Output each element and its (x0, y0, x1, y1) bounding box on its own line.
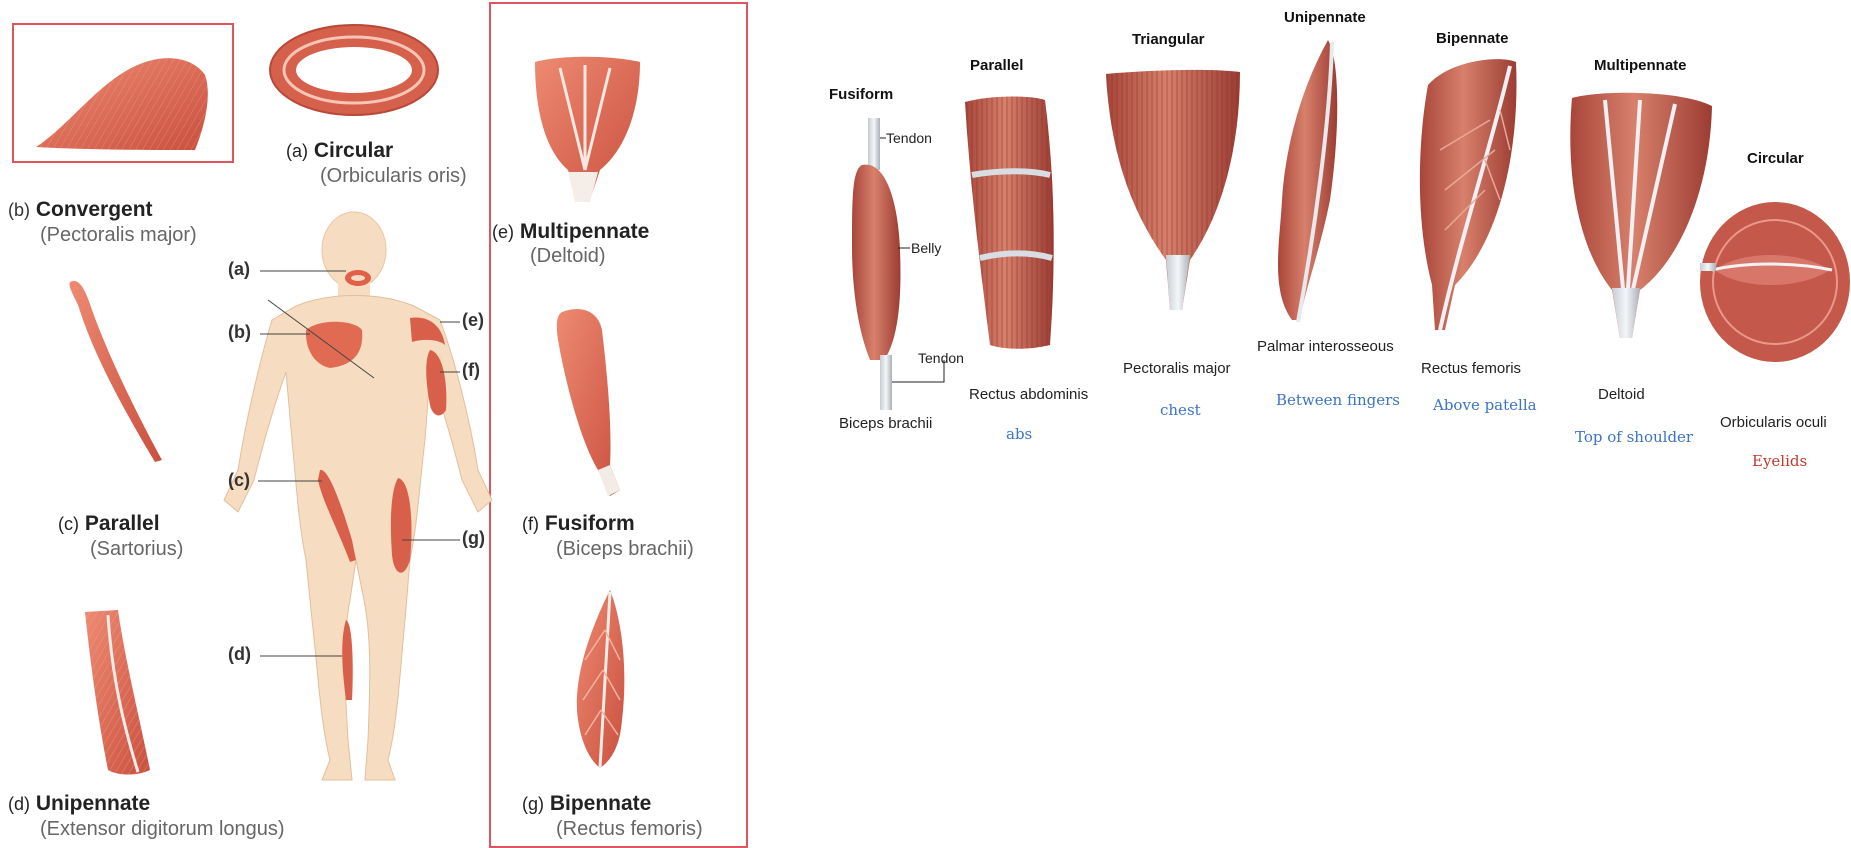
right-parallel-heading: Parallel (970, 57, 1023, 74)
circular-letter: (a) (286, 141, 308, 161)
multipennate-muscle-shape (535, 57, 640, 202)
multipennate-letter: (e) (492, 222, 514, 242)
right-bipennate-note: Above patella (1433, 396, 1537, 414)
parallel-title: (c) Parallel (58, 512, 160, 536)
convergent-muscle-shape (36, 58, 208, 150)
body-pointer-f: (f) (462, 360, 480, 381)
bipennate-muscle-shape (577, 590, 625, 768)
right-circular-muscle (1700, 202, 1850, 362)
convergent-name: Convergent (36, 198, 153, 221)
right-fusiform-example: Biceps brachii (839, 415, 932, 432)
right-parallel-muscle (965, 96, 1054, 348)
circular-example: (Orbicularis oris) (320, 165, 467, 188)
right-unipennate-heading: Unipennate (1284, 9, 1366, 26)
circular-muscle-shape (270, 25, 438, 115)
body-pointer-a: (a) (228, 259, 250, 280)
right-fusiform-muscle (852, 118, 944, 410)
body-pointer-b: (b) (228, 322, 251, 343)
multipennate-example: (Deltoid) (530, 245, 606, 268)
right-circular-example: Orbicularis oculi (1720, 414, 1827, 431)
right-bipennate-heading: Bipennate (1436, 30, 1509, 47)
fusiform-name: Fusiform (545, 512, 635, 535)
right-triangular-example: Pectoralis major (1123, 360, 1231, 377)
fusiform-example: (Biceps brachii) (556, 538, 694, 561)
bipennate-title: (g) Bipennate (522, 792, 651, 816)
right-fusiform-tendon-top: Tendon (886, 130, 932, 146)
right-fusiform-tendon-bottom: Tendon (918, 350, 964, 366)
fusiform-title: (f) Fusiform (522, 512, 635, 536)
right-multipennate-muscle (1570, 93, 1712, 338)
multipennate-title: (e) Multipennate (492, 220, 649, 244)
right-multipennate-note: Top of shoulder (1575, 428, 1693, 446)
right-triangular-note: chest (1160, 401, 1201, 419)
unipennate-example: (Extensor digitorum longus) (40, 818, 285, 841)
unipennate-title: (d) Unipennate (8, 792, 150, 816)
unipennate-name: Unipennate (36, 792, 150, 815)
right-unipennate-note: Between fingers (1276, 391, 1400, 409)
bipennate-example: (Rectus femoris) (556, 818, 703, 841)
right-circular-note: Eyelids (1752, 452, 1807, 470)
parallel-example: (Sartorius) (90, 538, 183, 561)
body-pointer-d: (d) (228, 644, 251, 665)
parallel-muscle-shape (69, 281, 162, 462)
body-pointer-g: (g) (462, 528, 485, 549)
right-unipennate-muscle (1278, 40, 1337, 322)
unipennate-muscle-shape (85, 610, 150, 775)
bipennate-name: Bipennate (550, 792, 652, 815)
unipennate-letter: (d) (8, 794, 30, 814)
convergent-example: (Pectoralis major) (40, 224, 197, 247)
right-circular-heading: Circular (1747, 150, 1804, 167)
circular-name: Circular (314, 139, 393, 162)
convergent-letter: (b) (8, 200, 30, 220)
body-pointer-c: (c) (228, 470, 250, 491)
body-pointer-e: (e) (462, 310, 484, 331)
right-unipennate-example: Palmar interosseous (1257, 338, 1394, 355)
parallel-letter: (c) (58, 514, 79, 534)
bipennate-letter: (g) (522, 794, 544, 814)
right-multipennate-heading: Multipennate (1594, 57, 1687, 74)
right-parallel-note: abs (1006, 425, 1032, 443)
human-body-figure (224, 212, 492, 780)
right-fusiform-belly: Belly (911, 240, 941, 256)
multipennate-name: Multipennate (520, 220, 650, 243)
fusiform-letter: (f) (522, 514, 539, 534)
parallel-name: Parallel (85, 512, 160, 535)
circular-title: (a) Circular (286, 139, 393, 163)
fusiform-muscle-shape (557, 309, 620, 496)
right-bipennate-muscle (1420, 59, 1517, 330)
right-triangular-muscle (1106, 70, 1240, 310)
convergent-title: (b) Convergent (8, 198, 153, 222)
right-bipennate-example: Rectus femoris (1421, 360, 1521, 377)
right-multipennate-example: Deltoid (1598, 386, 1645, 403)
right-fusiform-heading: Fusiform (829, 86, 893, 103)
right-triangular-heading: Triangular (1132, 31, 1205, 48)
right-parallel-example: Rectus abdominis (969, 386, 1088, 403)
